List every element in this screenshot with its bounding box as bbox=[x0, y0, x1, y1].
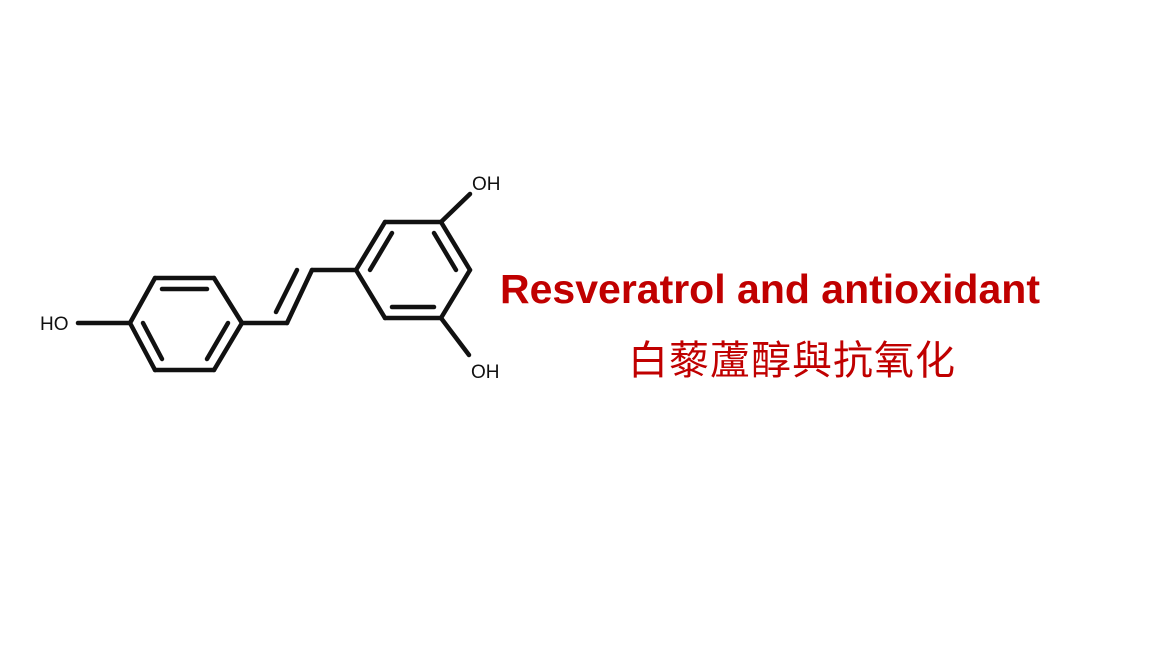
inner-double-bond bbox=[431, 230, 459, 273]
bond bbox=[438, 219, 473, 273]
double-bond bbox=[273, 267, 300, 315]
bond bbox=[127, 320, 158, 373]
inner-double-bond bbox=[367, 230, 395, 273]
phenol-ring-left bbox=[127, 275, 245, 373]
inner-double-bond bbox=[204, 320, 231, 362]
vinyl-bridge bbox=[239, 267, 359, 326]
bond bbox=[127, 275, 158, 326]
oh-bottom-label: OH bbox=[471, 362, 500, 383]
ho-left-label: HO bbox=[40, 314, 69, 335]
inner-double-bond bbox=[140, 320, 165, 362]
oh-top-bond bbox=[438, 191, 473, 225]
bond bbox=[211, 320, 245, 373]
bond bbox=[438, 267, 473, 321]
oh-top-label: OH bbox=[472, 174, 501, 195]
bond bbox=[353, 219, 388, 273]
oh-bottom-bond bbox=[438, 315, 472, 358]
caption-title-zh: 白藜蘆醇與抗氧化 bbox=[628, 338, 956, 384]
bond bbox=[284, 267, 315, 326]
bond bbox=[353, 267, 388, 321]
bond bbox=[211, 275, 245, 326]
resorcinol-ring-right bbox=[353, 219, 473, 321]
caption-title-en: Resveratrol and antioxidant bbox=[500, 266, 1040, 312]
